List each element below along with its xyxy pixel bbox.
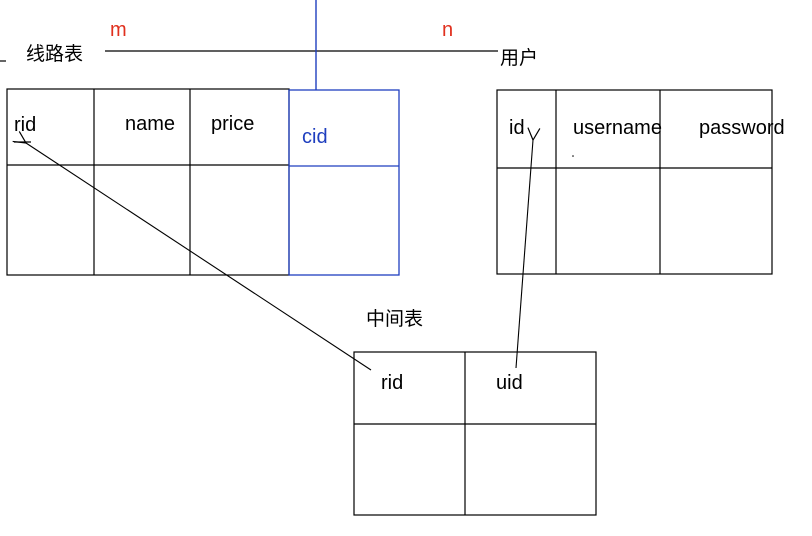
user-col-username: username	[573, 117, 662, 139]
left-multiplicity: m	[110, 19, 127, 41]
right-multiplicity: n	[442, 19, 453, 41]
user-table: id username password	[496, 89, 785, 275]
right-entity-label: 用户	[500, 47, 538, 69]
route-col-price: price	[211, 113, 254, 135]
route-col-name: name	[125, 113, 175, 135]
junction-col-uid: uid	[496, 372, 523, 394]
junction-table: rid uid	[353, 351, 597, 516]
route-col-cid: cid	[302, 126, 328, 148]
user-col-id: id	[509, 117, 525, 139]
junction-table-frame	[353, 351, 597, 516]
user-col-password: password	[699, 117, 785, 139]
junction-table-title: 中间表	[366, 308, 423, 330]
stray-dot	[572, 155, 574, 157]
route-table-cid-column	[288, 89, 400, 276]
route-table: rid name price cid	[6, 88, 400, 276]
user-table-frame	[496, 89, 773, 275]
left-entity-label: 线路表	[26, 43, 83, 65]
rid-reference-arrow	[26, 143, 372, 371]
junction-col-rid: rid	[381, 372, 403, 394]
uid-reference-arrow	[515, 140, 533, 369]
route-col-rid: rid	[14, 114, 36, 136]
